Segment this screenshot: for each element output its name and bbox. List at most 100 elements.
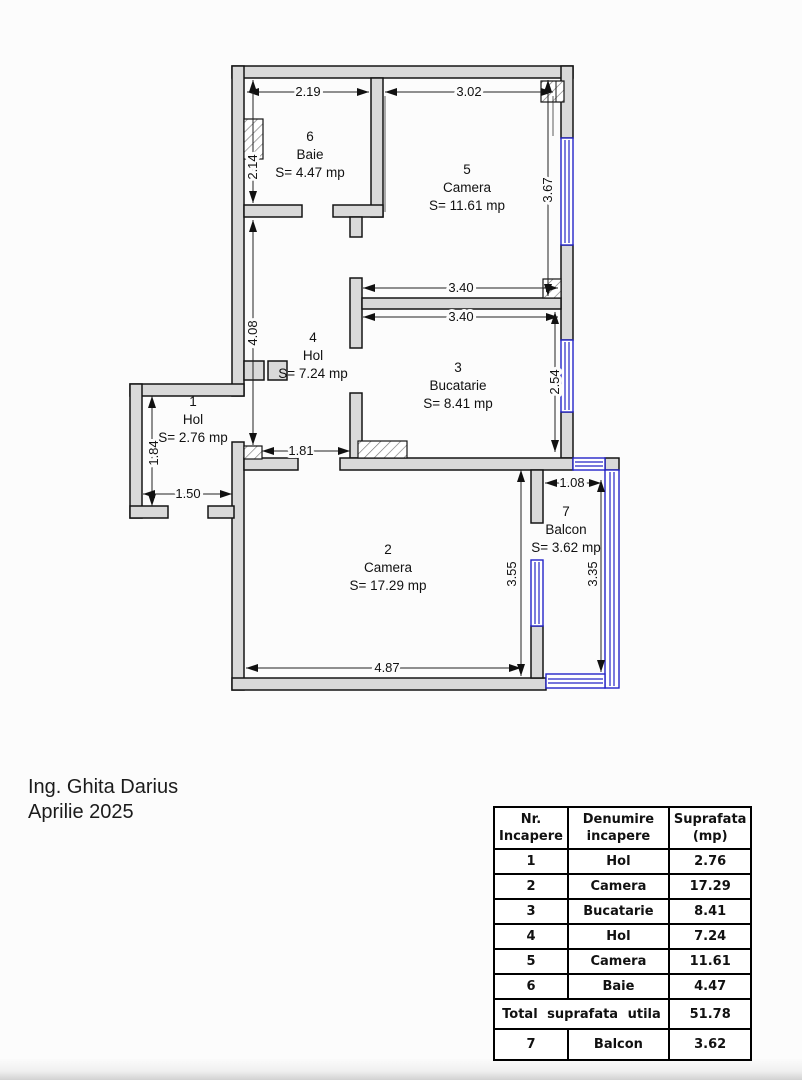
table-row: 6 Baie 4.47 xyxy=(493,973,753,1000)
cell-name: Baie xyxy=(566,973,670,1000)
room-labels: 6 Baie S= 4.47 mp 5 Camera S= 11.61 mp 4… xyxy=(158,129,600,593)
cell-area: 4.47 xyxy=(667,973,753,1000)
dim-label: 4.08 xyxy=(245,320,260,345)
cell-name: Hol xyxy=(566,848,670,875)
cell-area: 2.76 xyxy=(667,848,753,875)
dim-label: 1.84 xyxy=(146,440,161,465)
room-number: 4 xyxy=(309,330,317,345)
header-line: Nr. xyxy=(520,812,542,827)
wall-baie-bottom-left xyxy=(243,204,303,218)
table-row: 5 Camera 11.61 xyxy=(493,948,753,975)
cell-name: Camera xyxy=(566,948,670,975)
author-name: Ing. Ghita Darius xyxy=(28,776,179,798)
wall-balcony-left-stub xyxy=(530,469,544,524)
cell-nr: 1 xyxy=(493,848,569,875)
room-name: Camera xyxy=(443,180,492,195)
table-row-balcon: 7 Balcon 3.62 xyxy=(493,1028,753,1061)
dim-label: 3.55 xyxy=(504,561,519,586)
total-value: 51.78 xyxy=(667,998,753,1030)
cell-name: Bucatarie xyxy=(566,898,670,925)
wall-pilaster-b xyxy=(267,360,288,381)
table-total-row: Total suprafata utila 51.78 xyxy=(493,998,753,1030)
wall-outer-left-lower xyxy=(231,441,245,691)
room-area: S= 4.47 mp xyxy=(275,165,344,180)
window-camera5 xyxy=(560,137,574,246)
room-area: S= 17.29 mp xyxy=(350,578,427,593)
header-line: Denumire xyxy=(582,812,655,827)
wall-outer-right-c xyxy=(560,411,574,459)
room-name: Hol xyxy=(183,412,203,427)
wall-kitchen-stub-upper xyxy=(349,277,363,349)
header-denumire-incapere: Denumire incapere xyxy=(566,806,670,850)
room-name: Hol xyxy=(303,348,323,363)
wall-outer-right-b xyxy=(560,244,574,341)
wall-outer-top xyxy=(231,65,574,79)
room-area: S= 3.62 mp xyxy=(531,540,600,555)
room-name: Baie xyxy=(296,147,323,162)
room-number: 5 xyxy=(463,162,471,177)
cell-nr: 6 xyxy=(493,973,569,1000)
wall-outer-bottom xyxy=(231,677,547,691)
room-number: 2 xyxy=(384,542,392,557)
table-header-row: Nr. Incapere Denumire incapere Suprafata… xyxy=(493,806,753,850)
cell-nr: 4 xyxy=(493,923,569,950)
dim-label: 1.08 xyxy=(559,475,584,490)
balcony-right-railing xyxy=(604,469,620,689)
camera2-door-hatch xyxy=(357,440,408,459)
room-area: S= 7.24 mp xyxy=(278,366,347,381)
dim-label: 2.14 xyxy=(245,154,260,179)
cell-area: 3.62 xyxy=(667,1028,753,1061)
hol1-door-hatch xyxy=(243,445,263,460)
area-table: Nr. Incapere Denumire incapere Suprafata… xyxy=(493,806,753,1061)
dim-label: 3.35 xyxy=(585,561,600,586)
cell-nr: 7 xyxy=(493,1028,569,1061)
cell-nr: 5 xyxy=(493,948,569,975)
cell-name: Hol xyxy=(566,923,670,950)
cell-area: 8.41 xyxy=(667,898,753,925)
wall-baie-camera5 xyxy=(370,77,384,218)
balcony-top-window xyxy=(572,457,606,471)
wall-kitchen xyxy=(361,297,562,310)
dim-label: 4.87 xyxy=(374,660,399,675)
signature-block: Ing. Ghita Darius Aprilie 2025 xyxy=(28,775,178,825)
room-area: S= 11.61 mp xyxy=(429,198,505,213)
walls xyxy=(129,65,620,691)
door-hatches xyxy=(243,80,565,460)
balcony-bottom-railing xyxy=(545,673,606,689)
room-name: Bucatarie xyxy=(429,378,486,393)
cell-name: Balcon xyxy=(566,1028,670,1061)
wall-baie-bottom-right xyxy=(332,204,384,218)
dim-label: 1.50 xyxy=(175,486,200,501)
window-camera2-balcon xyxy=(530,559,544,627)
dim-label: 1.81 xyxy=(288,443,313,458)
dim-label: 2.54 xyxy=(547,369,562,394)
cell-nr: 2 xyxy=(493,873,569,900)
room-number: 3 xyxy=(454,360,462,375)
dim-label: 3.40 xyxy=(448,309,473,324)
wall-mid-a xyxy=(243,457,299,471)
header-line: Incapere xyxy=(499,829,563,844)
room-number: 7 xyxy=(562,504,570,519)
dim-label: 2.19 xyxy=(295,84,320,99)
wall-entry-stub xyxy=(207,505,235,519)
room-name: Balcon xyxy=(545,522,586,537)
cell-area: 17.29 xyxy=(667,873,753,900)
wall-hol1-top xyxy=(129,383,245,397)
window-bucatarie xyxy=(560,339,574,413)
wall-pilaster-a xyxy=(243,360,265,381)
table-row: 1 Hol 2.76 xyxy=(493,848,753,875)
total-label: Total suprafata utila xyxy=(493,998,670,1030)
table-row: 2 Camera 17.29 xyxy=(493,873,753,900)
dim-label: 3.67 xyxy=(540,177,555,202)
plan-date: Aprilie 2025 xyxy=(28,801,134,823)
room-number: 6 xyxy=(306,129,314,144)
header-suprafata-mp: Suprafata (mp) xyxy=(667,806,753,850)
dim-label: 3.02 xyxy=(456,84,481,99)
table-row: 3 Bucatarie 8.41 xyxy=(493,898,753,925)
cell-name: Camera xyxy=(566,873,670,900)
table-row: 4 Hol 7.24 xyxy=(493,923,753,950)
wall-hol1-bottom-stub xyxy=(129,505,169,519)
cell-nr: 3 xyxy=(493,898,569,925)
